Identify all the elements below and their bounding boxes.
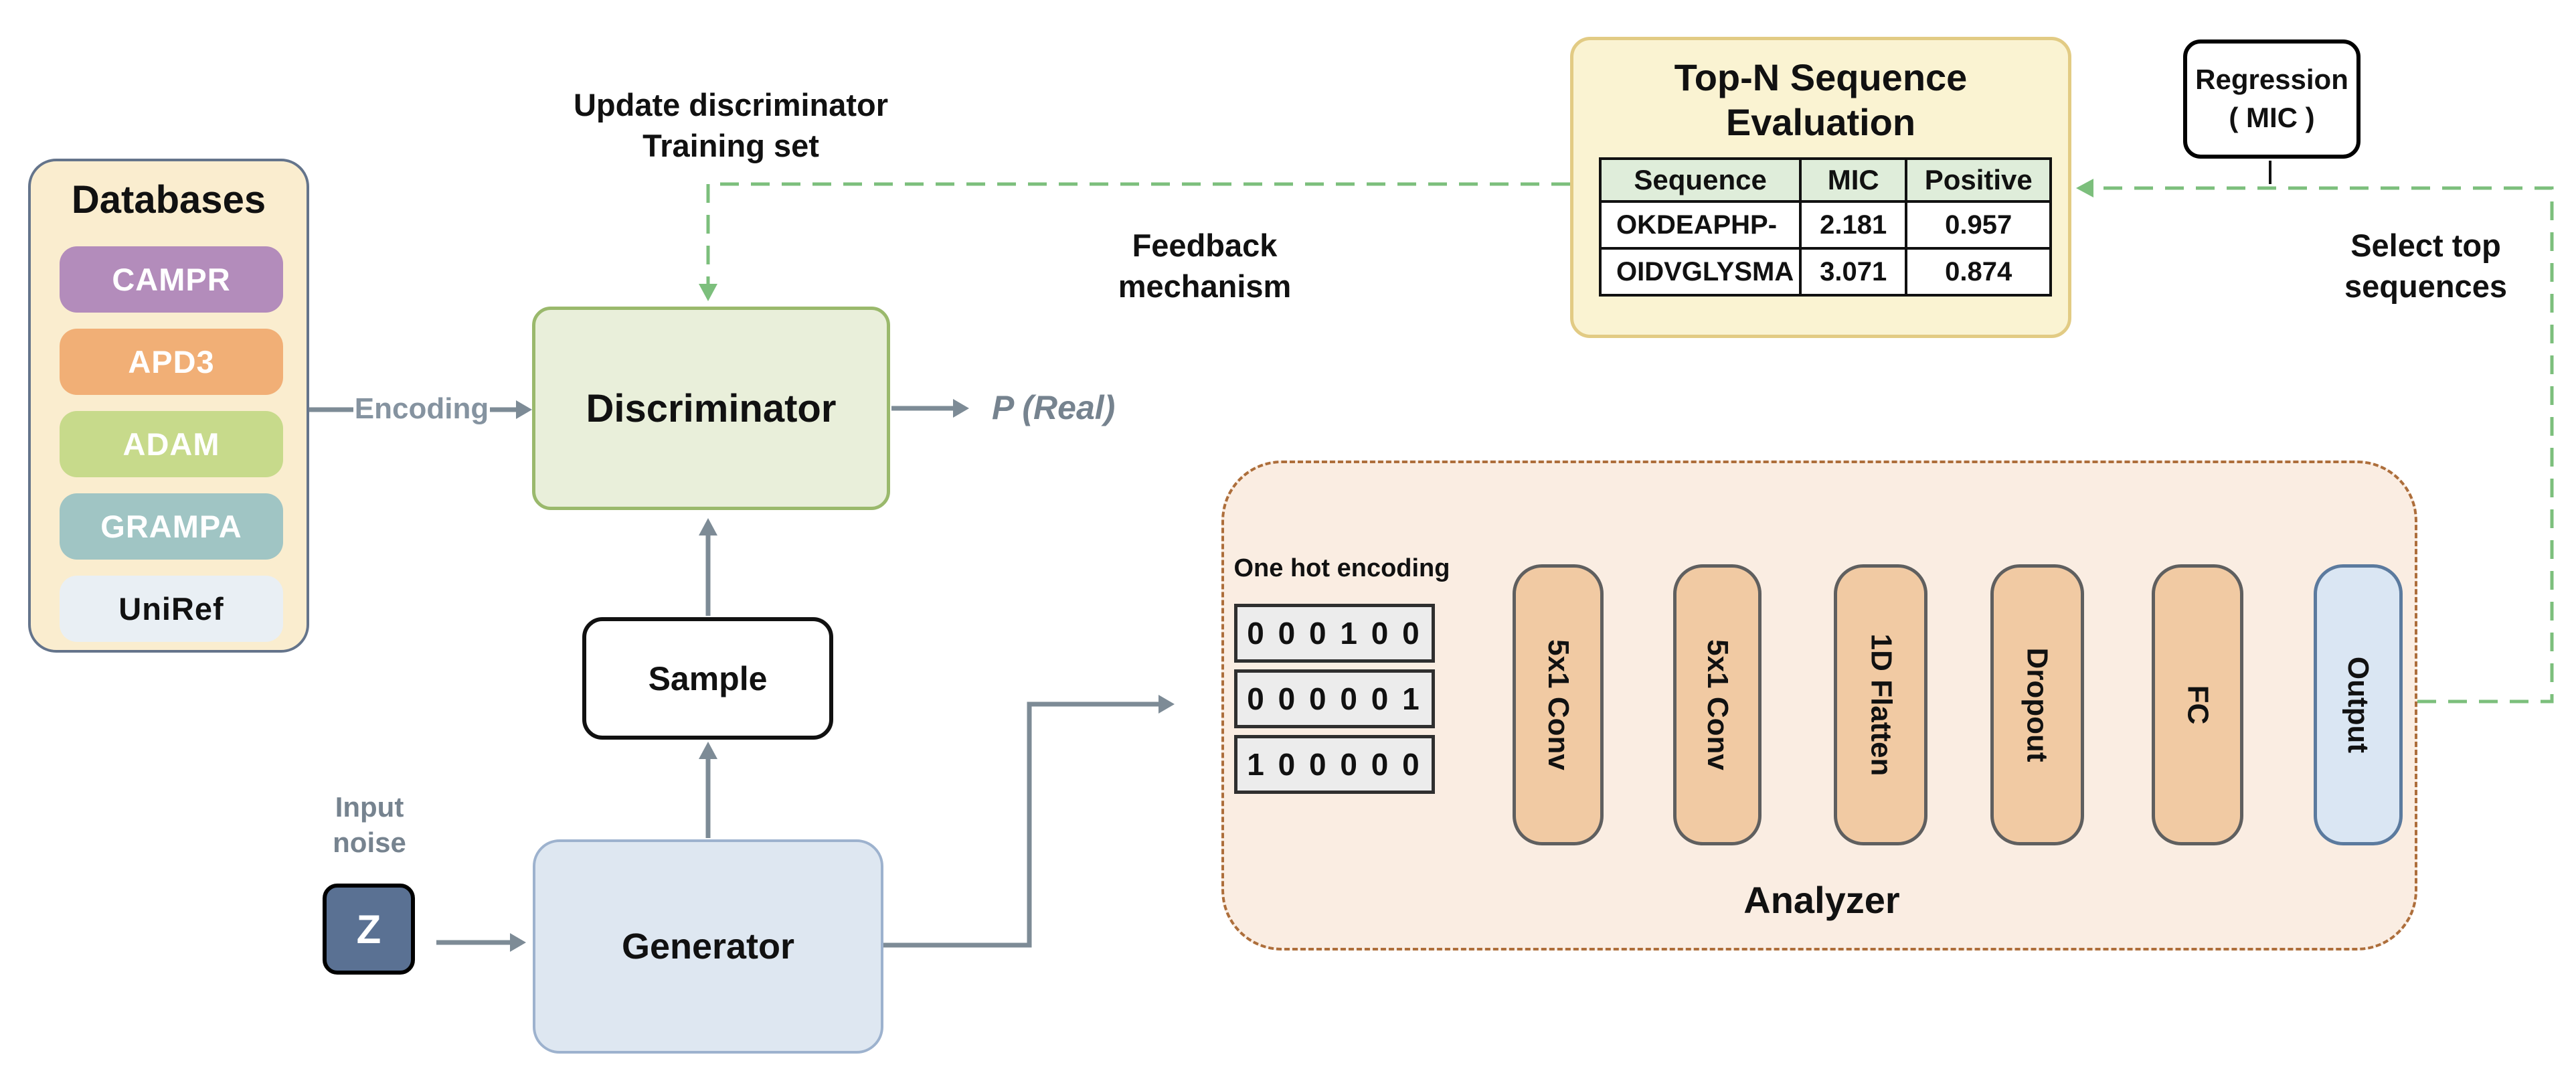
p-real-label: P (Real): [992, 389, 1116, 426]
analyzer-block-output: Output: [2314, 564, 2403, 845]
arrowhead-into-sample: [699, 742, 717, 759]
generator-box: Generator: [533, 839, 883, 1054]
sequence-cell: OIDVGLYSMA: [1598, 247, 1802, 297]
databases-panel: Databases CAMPR APD3 ADAM GRAMPA UniRef: [28, 159, 309, 653]
arrowhead-into-discriminator-top: [699, 284, 717, 301]
one-hot-row: 0 0 0 0 0 1: [1234, 669, 1435, 728]
arrowhead-into-topn: [2076, 179, 2093, 197]
database-pill-adam: ADAM: [60, 411, 283, 477]
feedback-mechanism-label: Feedback mechanism: [1118, 228, 1292, 305]
regression-mic-box: Regression ( MIC ): [2183, 39, 2360, 159]
column-header-positive: Positive: [1905, 157, 2053, 203]
one-hot-row: 1 0 0 0 0 0: [1234, 735, 1435, 794]
select-top-sequences-label: Select top sequences: [2344, 228, 2507, 305]
topn-table-header-row: Sequence MIC Positive: [1598, 157, 2053, 203]
arrowhead-into-analyzer: [1158, 695, 1175, 714]
positive-cell: 0.957: [1905, 200, 2053, 250]
generator-to-analyzer-line: [883, 701, 1160, 948]
topn-evaluation-panel: Top-N Sequence Evaluation Sequence MIC P…: [1570, 37, 2071, 338]
analyzer-block-flatten: 1D Flatten: [1834, 564, 1927, 845]
topn-title: Top-N Sequence Evaluation: [1674, 56, 1968, 144]
gray-arrowheads: [510, 399, 1175, 952]
database-pill-campr: CAMPR: [60, 246, 283, 313]
mic-cell: 2.181: [1799, 200, 1908, 250]
output-to-topn-path: [2092, 186, 2554, 704]
arrowhead-into-discriminator-bottom: [699, 518, 717, 535]
column-header-mic: MIC: [1799, 157, 1908, 203]
table-row: OIDVGLYSMA 3.071 0.874: [1598, 247, 2053, 297]
one-hot-encoding-label: One hot encoding: [1233, 554, 1450, 582]
arrowhead-into-discriminator-left: [516, 400, 532, 419]
database-pill-grampa: GRAMPA: [60, 493, 283, 560]
table-row: OKDEAPHP- 2.181 0.957: [1598, 200, 2053, 250]
sequence-cell: OKDEAPHP-: [1598, 200, 1802, 250]
database-pill-apd3: APD3: [60, 329, 283, 395]
analyzer-block-dropout: Dropout: [1990, 564, 2084, 845]
sample-box: Sample: [582, 617, 833, 740]
column-header-sequence: Sequence: [1598, 157, 1802, 203]
one-hot-row: 0 0 0 1 0 0: [1234, 604, 1435, 663]
arrowhead-to-preal: [953, 399, 969, 418]
green-arrowheads: [699, 179, 2093, 301]
update-discriminator-label: Update discriminator Training set: [573, 87, 889, 164]
analyzer-block-conv2: 5x1 Conv: [1673, 564, 1762, 845]
noise-z-box: Z: [323, 884, 415, 975]
topn-to-discriminator-path: [706, 182, 1570, 285]
feedback-dashed-paths: [706, 182, 2554, 704]
analyzer-block-conv1: 5x1 Conv: [1513, 564, 1604, 845]
analyzer-block-fc: FC: [2152, 564, 2243, 845]
discriminator-box: Discriminator: [532, 307, 890, 510]
positive-cell: 0.874: [1905, 247, 2053, 297]
encoding-label: Encoding: [353, 391, 490, 427]
topn-table: Sequence MIC Positive OKDEAPHP- 2.181 0.…: [1598, 157, 2053, 297]
database-pill-uniref: UniRef: [60, 576, 283, 642]
arrowhead-into-generator: [510, 933, 526, 952]
mic-cell: 3.071: [1799, 247, 1908, 297]
input-noise-label: Input noise: [333, 791, 406, 858]
databases-title: Databases: [71, 178, 266, 222]
analyzer-title: Analyzer: [1743, 879, 1900, 921]
